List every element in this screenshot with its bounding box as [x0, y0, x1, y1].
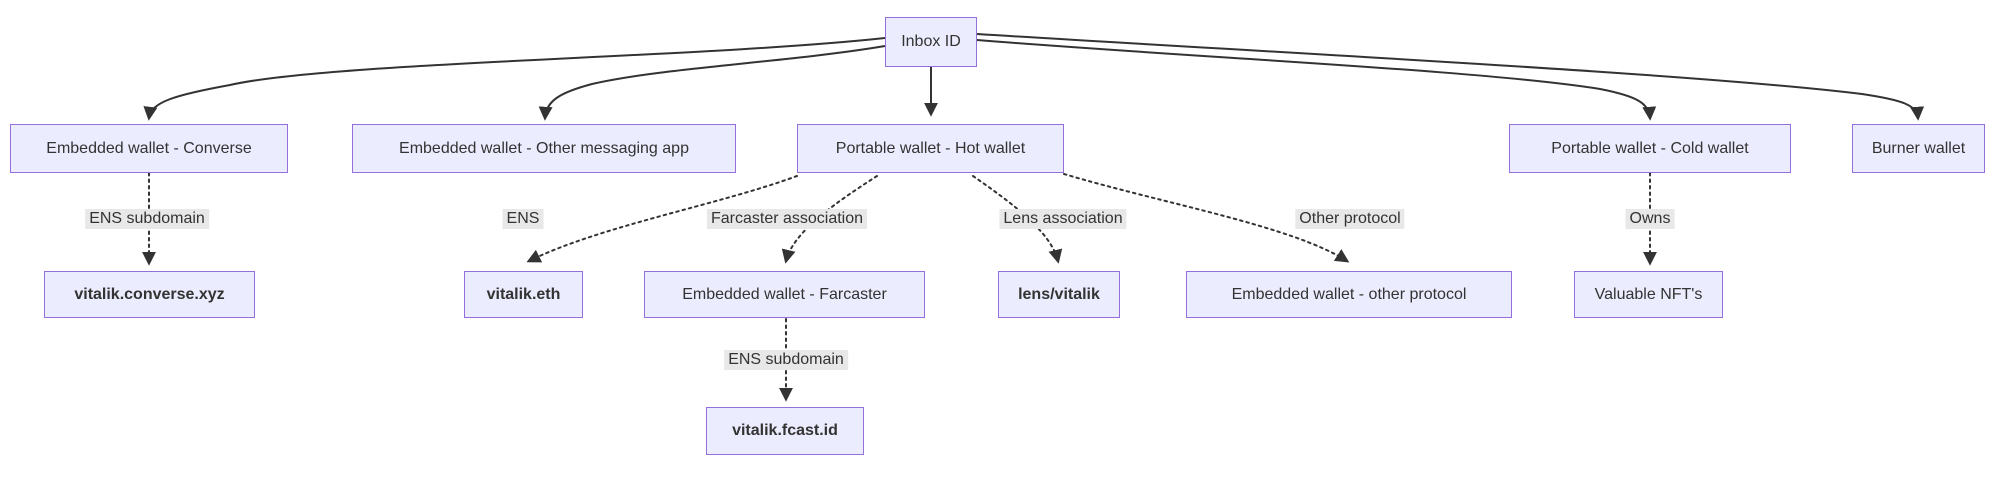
node-portable-wallet-cold-label: Portable wallet - Cold wallet: [1551, 139, 1749, 157]
node-embedded-wallet-converse-label: Embedded wallet - Converse: [46, 139, 252, 157]
node-vitalik-eth: vitalik.eth: [464, 271, 583, 318]
node-portable-wallet-cold: Portable wallet - Cold wallet: [1509, 124, 1791, 173]
node-portable-wallet-hot: Portable wallet - Hot wallet: [797, 124, 1064, 173]
edge-hot-wallet-to-other-protocol: [1063, 173, 1350, 263]
node-embedded-wallet-farcaster: Embedded wallet - Farcaster: [644, 271, 925, 318]
edge-label-lens-association: Lens association: [999, 209, 1127, 229]
node-valuable-nfts: Valuable NFT's: [1574, 271, 1723, 318]
node-portable-wallet-hot-label: Portable wallet - Hot wallet: [835, 139, 1026, 157]
node-vitalik-fcast-id-label: vitalik.fcast.id: [732, 422, 838, 439]
edge-label-ens: ENS: [502, 209, 544, 229]
node-lens-vitalik-label: lens/vitalik: [1018, 285, 1100, 303]
edge-label-owns: Owns: [1625, 209, 1675, 229]
node-lens-vitalik: lens/vitalik: [998, 271, 1120, 318]
node-burner-wallet: Burner wallet: [1852, 124, 1985, 173]
node-embedded-wallet-other-protocol-label: Embedded wallet - other protocol: [1231, 285, 1467, 303]
edge-inbox-to-converse: [143, 37, 886, 121]
edge-inbox-to-other-messaging: [538, 45, 886, 121]
edge-label-farcaster-association: Farcaster association: [706, 209, 868, 229]
node-embedded-wallet-other-messaging-label: Embedded wallet - Other messaging app: [399, 139, 689, 157]
node-vitalik-converse-xyz-label: vitalik.converse.xyz: [74, 285, 225, 303]
node-valuable-nfts-label: Valuable NFT's: [1594, 285, 1703, 303]
node-vitalik-converse-xyz: vitalik.converse.xyz: [44, 271, 255, 318]
node-embedded-wallet-other-messaging: Embedded wallet - Other messaging app: [352, 124, 736, 173]
node-embedded-wallet-farcaster-label: Embedded wallet - Farcaster: [682, 285, 887, 303]
edge-label-other-protocol: Other protocol: [1295, 209, 1405, 229]
node-inbox-id-label: Inbox ID: [901, 33, 961, 50]
edge-label-ens-subdomain-converse: ENS subdomain: [85, 209, 209, 229]
node-vitalik-fcast-id: vitalik.fcast.id: [706, 407, 864, 455]
node-inbox-id: Inbox ID: [885, 17, 977, 67]
node-embedded-wallet-other-protocol: Embedded wallet - other protocol: [1186, 271, 1512, 318]
node-burner-wallet-label: Burner wallet: [1871, 139, 1966, 157]
edge-inbox-to-cold-wallet: [976, 39, 1657, 121]
edge-hot-wallet-to-lens: [972, 175, 1063, 264]
edge-inbox-to-burner: [976, 33, 1925, 121]
node-embedded-wallet-converse: Embedded wallet - Converse: [10, 124, 288, 173]
edge-hot-wallet-to-vitalik-eth: [526, 175, 798, 263]
edge-label-ens-subdomain-farcaster: ENS subdomain: [724, 350, 848, 370]
node-vitalik-eth-label: vitalik.eth: [486, 285, 561, 303]
